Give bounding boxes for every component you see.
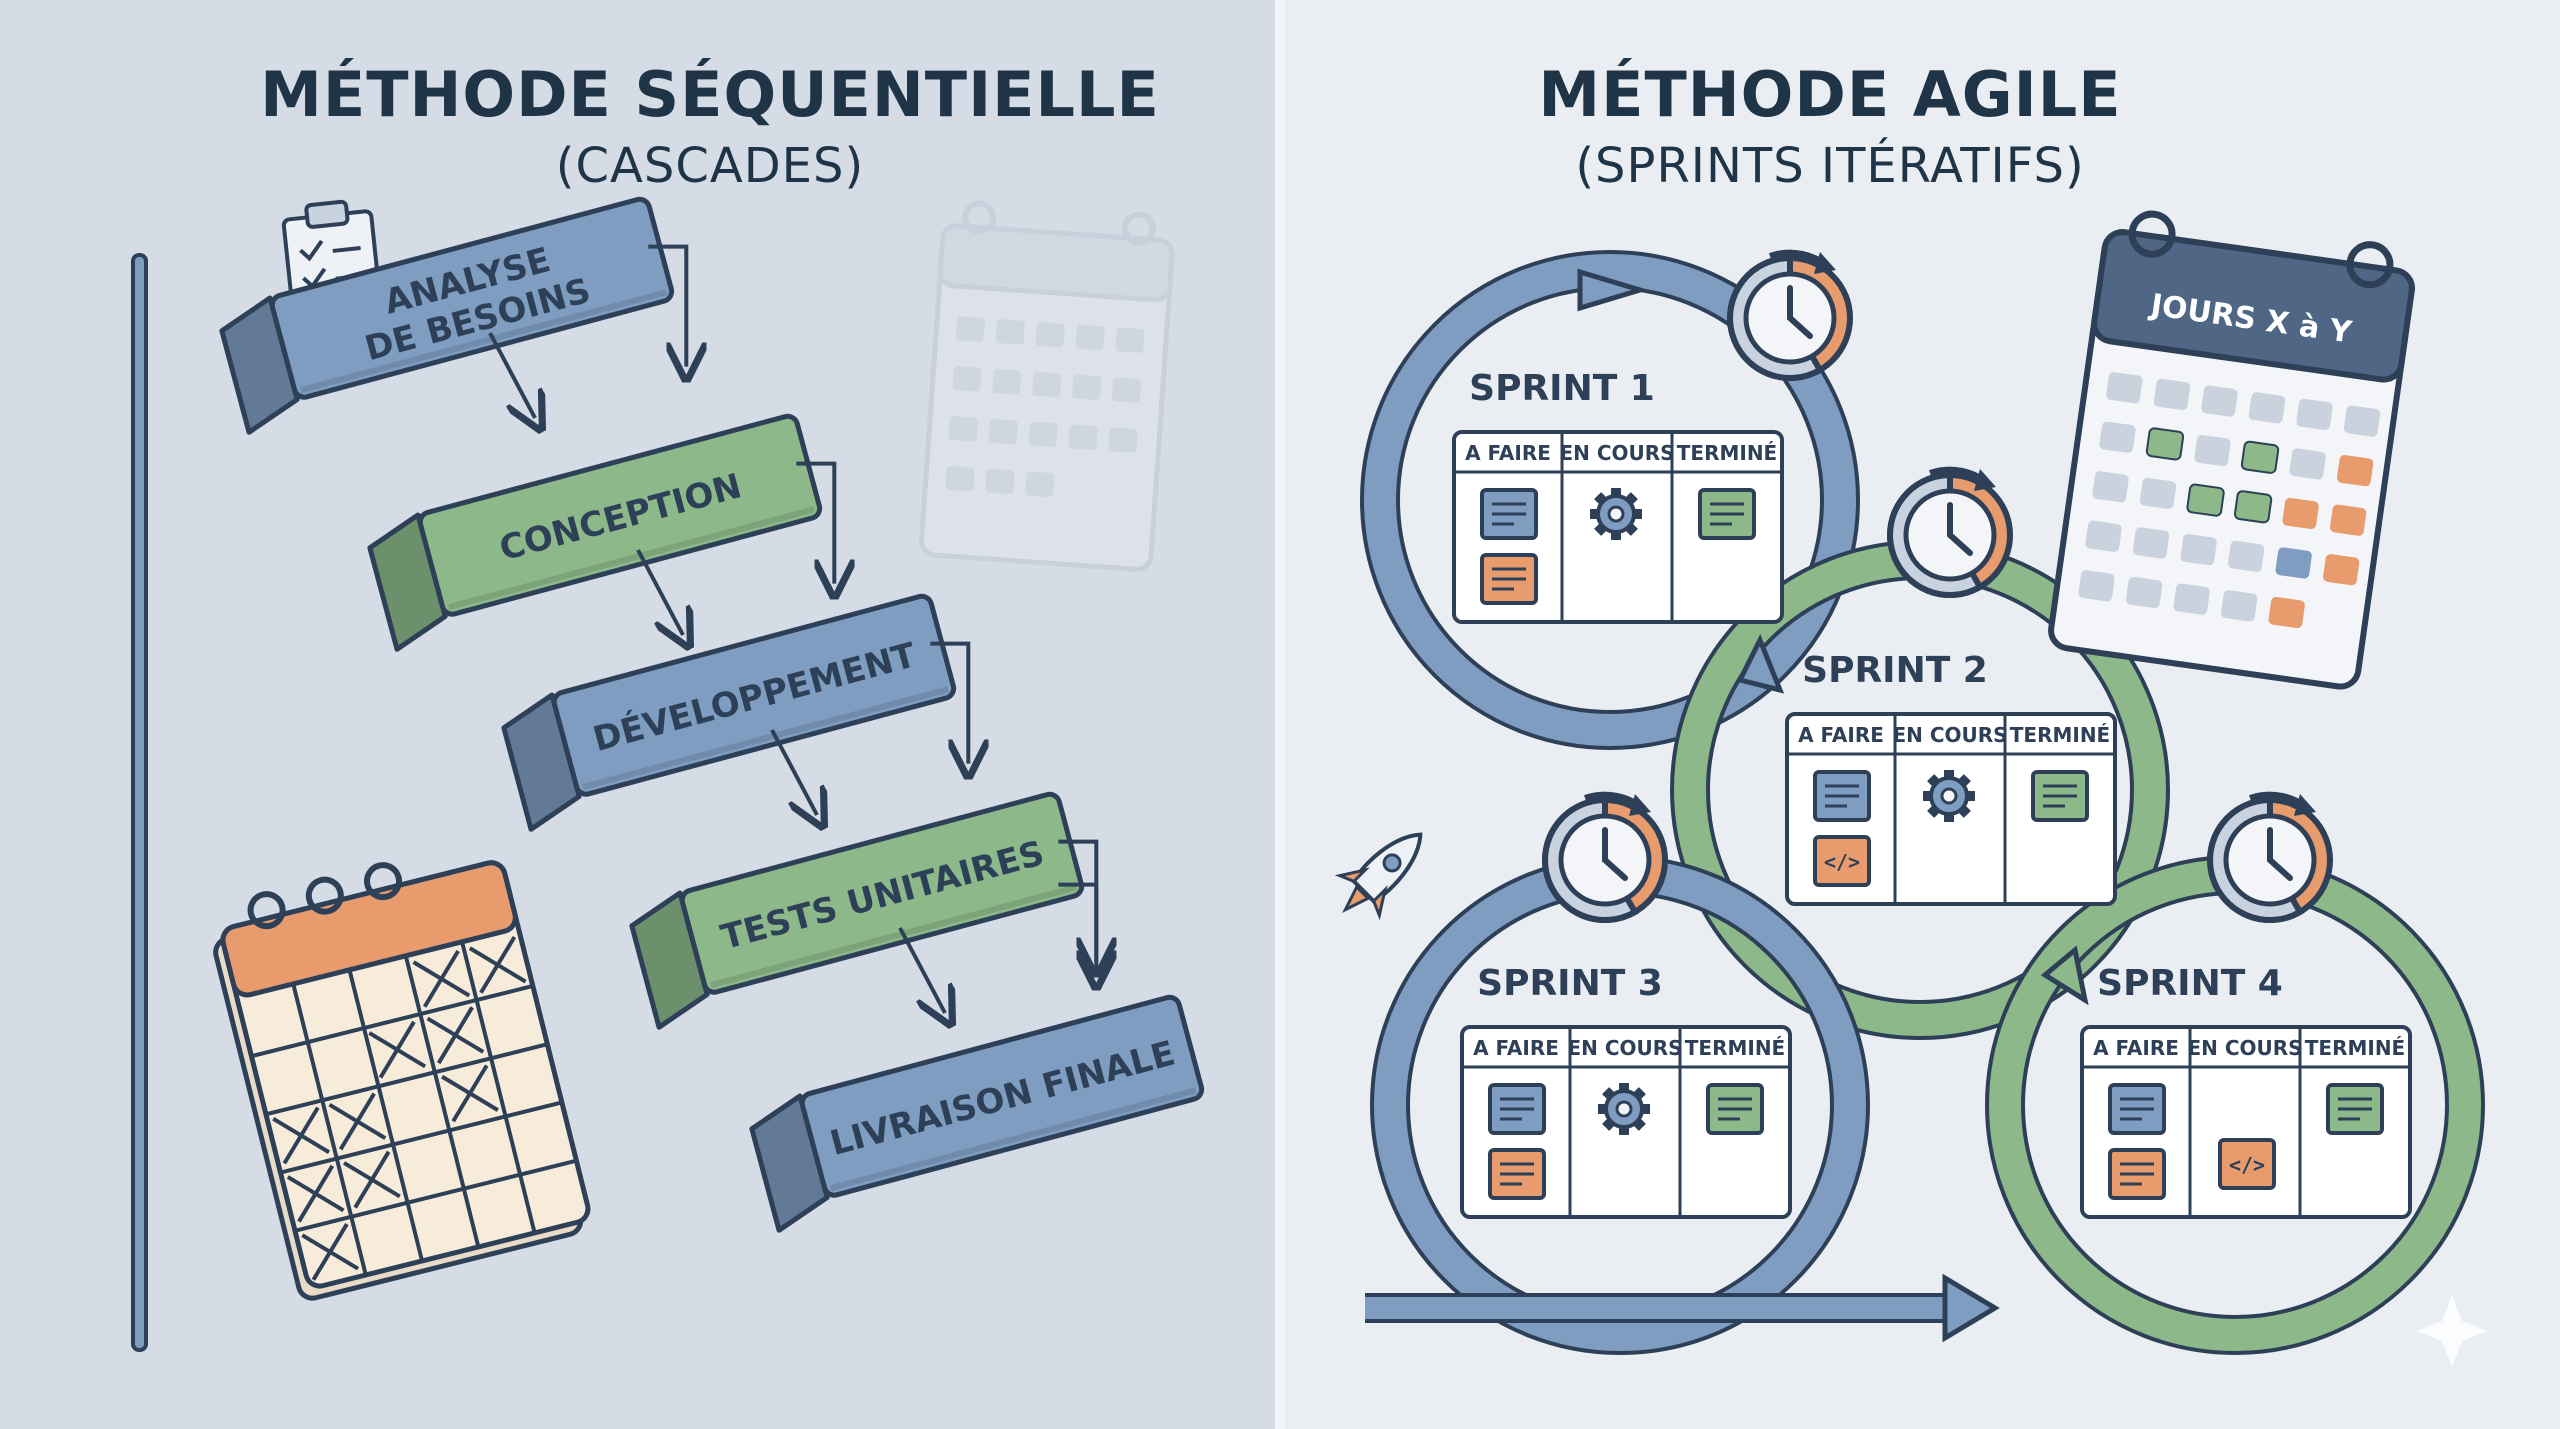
note-icon [2326, 1083, 2384, 1135]
sprint-loop [1364, 254, 1856, 746]
stopwatch-icon [1887, 466, 2013, 598]
waterfall-arrow-down [636, 549, 683, 635]
stopwatch-icon [1727, 249, 1853, 381]
rocket-icon [1334, 832, 1423, 921]
waterfall-step-3: DÉVELOPPEMENT [501, 593, 957, 832]
stopwatch-icon [1542, 791, 1668, 923]
sprint-title: SPRINT 1 [1469, 368, 1655, 409]
kanban-column-header: EN COURS [1892, 723, 2007, 747]
note-icon [1480, 488, 1538, 540]
loop-arrowhead [1736, 633, 1785, 694]
gear-icon [1598, 1083, 1650, 1135]
svg-text:</>: </> [2229, 1153, 2265, 1177]
crossed-out-calendar-icon [213, 860, 591, 1301]
note-icon [1488, 1148, 1546, 1200]
waterfall-step-5: LIVRAISON FINALE [749, 994, 1205, 1233]
note-icon [2031, 770, 2089, 822]
calendar-icon: JOURS X à Y [2048, 210, 2415, 690]
iteration-arrowhead [1942, 1273, 2000, 1343]
kanban-column-header: EN COURS [1559, 441, 1674, 465]
waterfall-arrow-right [796, 461, 834, 584]
waterfall-arrow-right [1058, 882, 1096, 975]
kanban-column-header: TERMINÉ [1677, 441, 1777, 465]
agile-title: MÉTHODE AGILE [1538, 58, 2122, 131]
loop-arrowhead [1577, 268, 1649, 312]
note-icon [1698, 488, 1756, 540]
waterfall-arrow-down [770, 729, 817, 815]
waterfall-step-4: TESTS UNITAIRES [629, 791, 1085, 1030]
note-icon [1488, 1083, 1546, 1135]
waterfall-arrow-down [488, 332, 535, 418]
kanban-column-header: A FAIRE [1473, 1036, 1559, 1060]
kanban-column-header: A FAIRE [2093, 1036, 2179, 1060]
loop-arrowhead [2040, 945, 2089, 1006]
kanban-column-header: TERMINÉ [2010, 723, 2110, 747]
sprint-title: SPRINT 4 [2097, 963, 2283, 1004]
kanban-column-header: TERMINÉ [1685, 1036, 1785, 1060]
kanban-column-header: EN COURS [1567, 1036, 1682, 1060]
waterfall-step-2: CONCEPTION [367, 413, 823, 652]
code-icon: </> [1813, 835, 1871, 887]
note-icon [2108, 1083, 2166, 1135]
faded-calendar-icon [919, 200, 1175, 572]
sprint-title: SPRINT 3 [1477, 963, 1663, 1004]
note-icon [1480, 553, 1538, 605]
kanban-column-header: A FAIRE [1798, 723, 1884, 747]
sparkle-icon [2416, 1295, 2488, 1367]
gear-icon [1923, 770, 1975, 822]
note-icon [2108, 1148, 2166, 1200]
kanban-column-header: TERMINÉ [2305, 1036, 2405, 1060]
timeline-bar [131, 253, 148, 1352]
sprint-title: SPRINT 2 [1802, 650, 1988, 691]
panel-divider [1275, 0, 1285, 1429]
waterfall-arrow-right [648, 244, 686, 367]
note-icon [1813, 770, 1871, 822]
kanban-column-header: EN COURS [2187, 1036, 2302, 1060]
gear-icon [1590, 488, 1642, 540]
svg-text:</>: </> [1824, 850, 1860, 874]
waterfall-subtitle: (CASCADES) [555, 138, 865, 194]
waterfall-title: MÉTHODE SÉQUENTIELLE [260, 58, 1160, 131]
waterfall-arrow-right [930, 641, 968, 764]
agile-subtitle: (SPRINTS ITÉRATIFS) [1575, 138, 2085, 194]
kanban-column-header: A FAIRE [1465, 441, 1551, 465]
code-icon: </> [2218, 1138, 2276, 1190]
note-icon [1706, 1083, 1764, 1135]
waterfall-arrow-down [898, 927, 945, 1013]
stopwatch-icon [2207, 791, 2333, 923]
